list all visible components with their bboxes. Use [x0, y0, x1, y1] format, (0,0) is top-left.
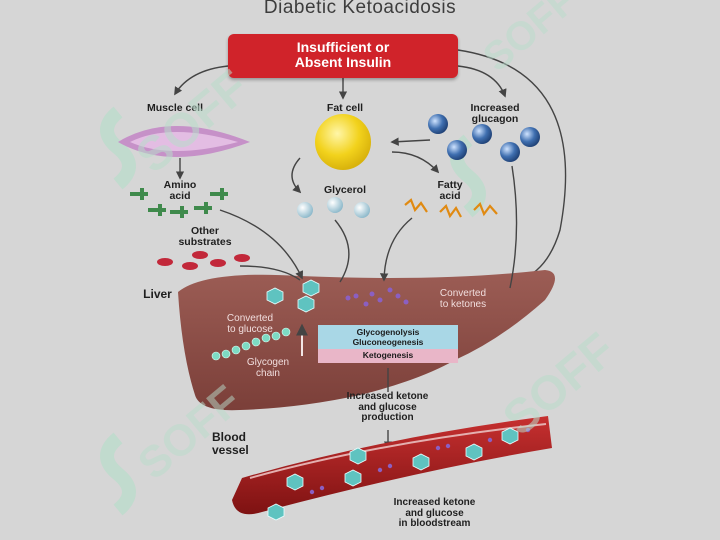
- arrow-fat-to-glycerol: [292, 158, 300, 192]
- arrow-glucagon-to-fat: [392, 140, 430, 142]
- arrow-insulin-to-liver: [458, 50, 566, 280]
- arrow-glucagon-to-liver: [510, 166, 517, 288]
- glycerol-icon: [297, 197, 370, 218]
- production-label: Increased ketone and glucose production: [315, 392, 460, 424]
- glycogen-chain-label: Glycogen chain: [228, 358, 308, 379]
- fat-cell-icon: [315, 114, 371, 170]
- amino-acid-label: Amino acid: [145, 180, 215, 202]
- bloodstream-label-line-1: Increased ketone: [372, 498, 497, 509]
- liver-label: Liver: [130, 288, 185, 301]
- fatty-acid-label-line-2: acid: [415, 191, 485, 202]
- insulin-line-1: Insufficient or: [228, 40, 458, 55]
- insulin-box: Insufficient or Absent Insulin: [228, 34, 458, 78]
- glycogen-chain-label-line-1: Glycogen: [228, 358, 308, 369]
- ketones-label: Converted to ketones: [418, 289, 508, 310]
- amino-acid-label-line-2: acid: [145, 191, 215, 202]
- page-title: Diabetic Ketoacidosis: [150, 0, 570, 18]
- production-label-line-3: production: [315, 413, 460, 424]
- glucose-label-line-2: to glucose: [205, 325, 295, 336]
- glucagon-label: Increased glucagon: [450, 103, 540, 125]
- glucagon-label-line-2: glucagon: [450, 114, 540, 125]
- process-gluconeogenesis: Gluconeogenesis: [318, 337, 458, 347]
- bloodstream-label-line-3: in bloodstream: [372, 519, 497, 530]
- fatty-acid-label: Fatty acid: [415, 180, 485, 202]
- arrow-fattyacid-to-liver: [384, 218, 412, 280]
- glycerol-label: Glycerol: [305, 185, 385, 196]
- other-substrates-label-line-2: substrates: [150, 237, 260, 248]
- production-label-line-1: Increased ketone: [315, 392, 460, 403]
- process-box-metabolic: Glycogenolysis Gluconeogenesis: [318, 325, 458, 347]
- ketones-label-line-2: to ketones: [418, 300, 508, 311]
- fat-cell-label: Fat cell: [295, 103, 395, 114]
- other-substrates-label: Other substrates: [150, 226, 260, 248]
- other-substrates-icon: [157, 251, 250, 270]
- arrow-fat-to-fatty-acid: [392, 152, 438, 172]
- bloodstream-label: Increased ketone and glucose in bloodstr…: [372, 498, 497, 530]
- blood-vessel-label-line-2: vessel: [212, 444, 282, 457]
- arrow-glycerol-to-liver: [335, 220, 349, 282]
- glycogen-chain-label-line-2: chain: [228, 369, 308, 380]
- insulin-line-2: Absent Insulin: [228, 55, 458, 70]
- glucose-label: Converted to glucose: [205, 314, 295, 335]
- process-ketogenesis: Ketogenesis: [318, 350, 458, 360]
- ketones-label-line-1: Converted: [418, 289, 508, 300]
- glucose-label-line-1: Converted: [205, 314, 295, 325]
- process-glycogenolysis: Glycogenolysis: [318, 327, 458, 337]
